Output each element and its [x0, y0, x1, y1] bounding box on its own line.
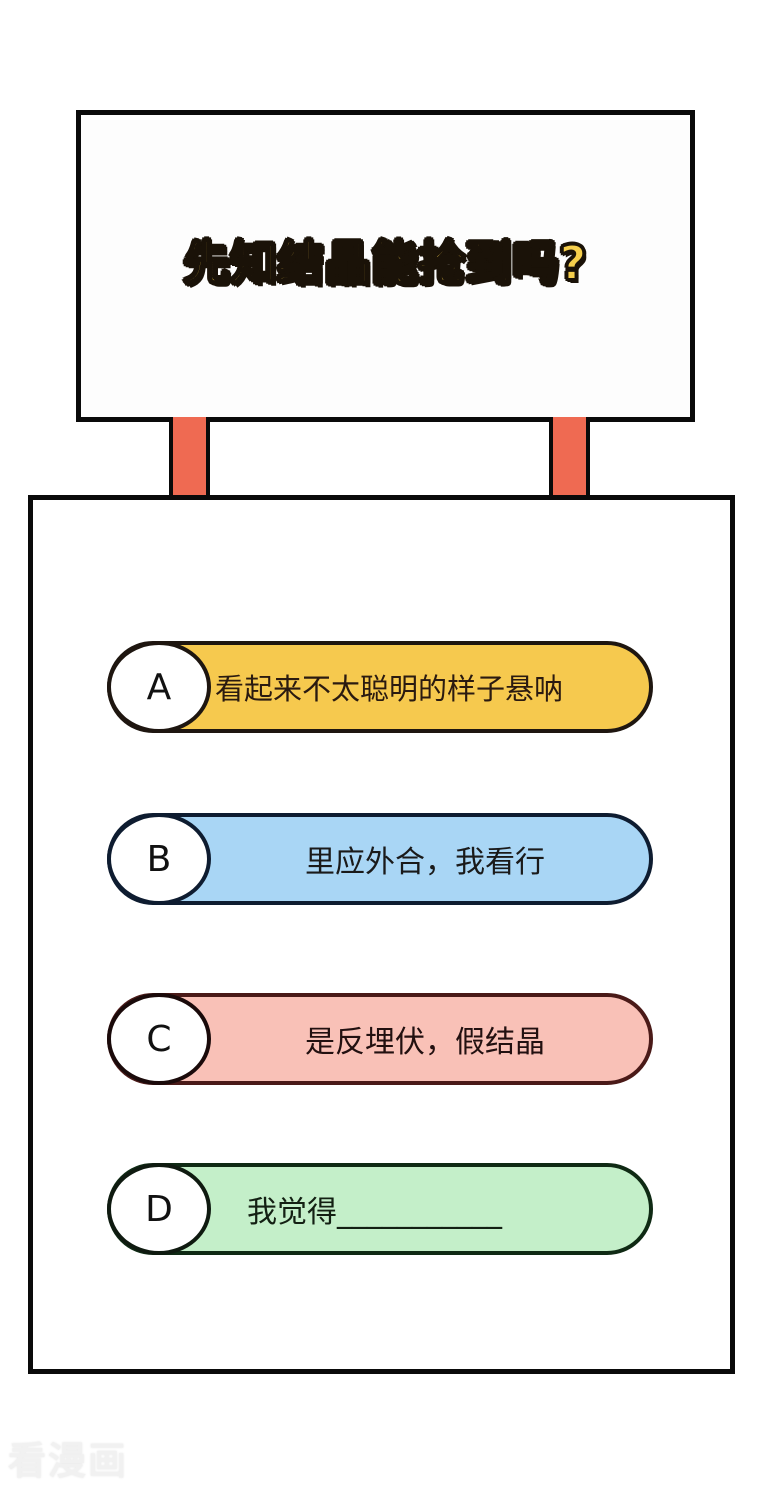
- option-d[interactable]: D 我觉得___________: [107, 1163, 653, 1255]
- option-b[interactable]: B 里应外合，我看行: [107, 813, 653, 905]
- option-d-letter: D: [145, 1188, 173, 1230]
- option-a-letter-badge: A: [107, 641, 211, 733]
- option-d-letter-badge: D: [107, 1163, 211, 1255]
- option-b-letter: B: [146, 838, 172, 880]
- option-c-letter: C: [146, 1018, 172, 1060]
- option-c-letter-badge: C: [107, 993, 211, 1085]
- question-board: 先知结晶能抢到吗?: [76, 110, 695, 422]
- sign-post-left: [169, 417, 210, 500]
- option-c-text: 是反埋伏，假结晶: [305, 1025, 545, 1060]
- option-a[interactable]: A 看起来不太聪明的样子悬呐: [107, 641, 653, 733]
- option-a-text: 看起来不太聪明的样子悬呐: [215, 672, 564, 706]
- option-b-letter-badge: B: [107, 813, 211, 905]
- option-d-text: 我觉得___________: [247, 1195, 502, 1230]
- option-b-text: 里应外合，我看行: [305, 845, 545, 880]
- watermark-logo: 看漫画: [8, 1439, 129, 1483]
- question-title: 先知结晶能抢到吗?: [183, 235, 588, 291]
- option-c[interactable]: C 是反埋伏，假结晶: [107, 993, 653, 1085]
- sign-post-right: [549, 417, 590, 500]
- option-a-letter: A: [146, 666, 172, 708]
